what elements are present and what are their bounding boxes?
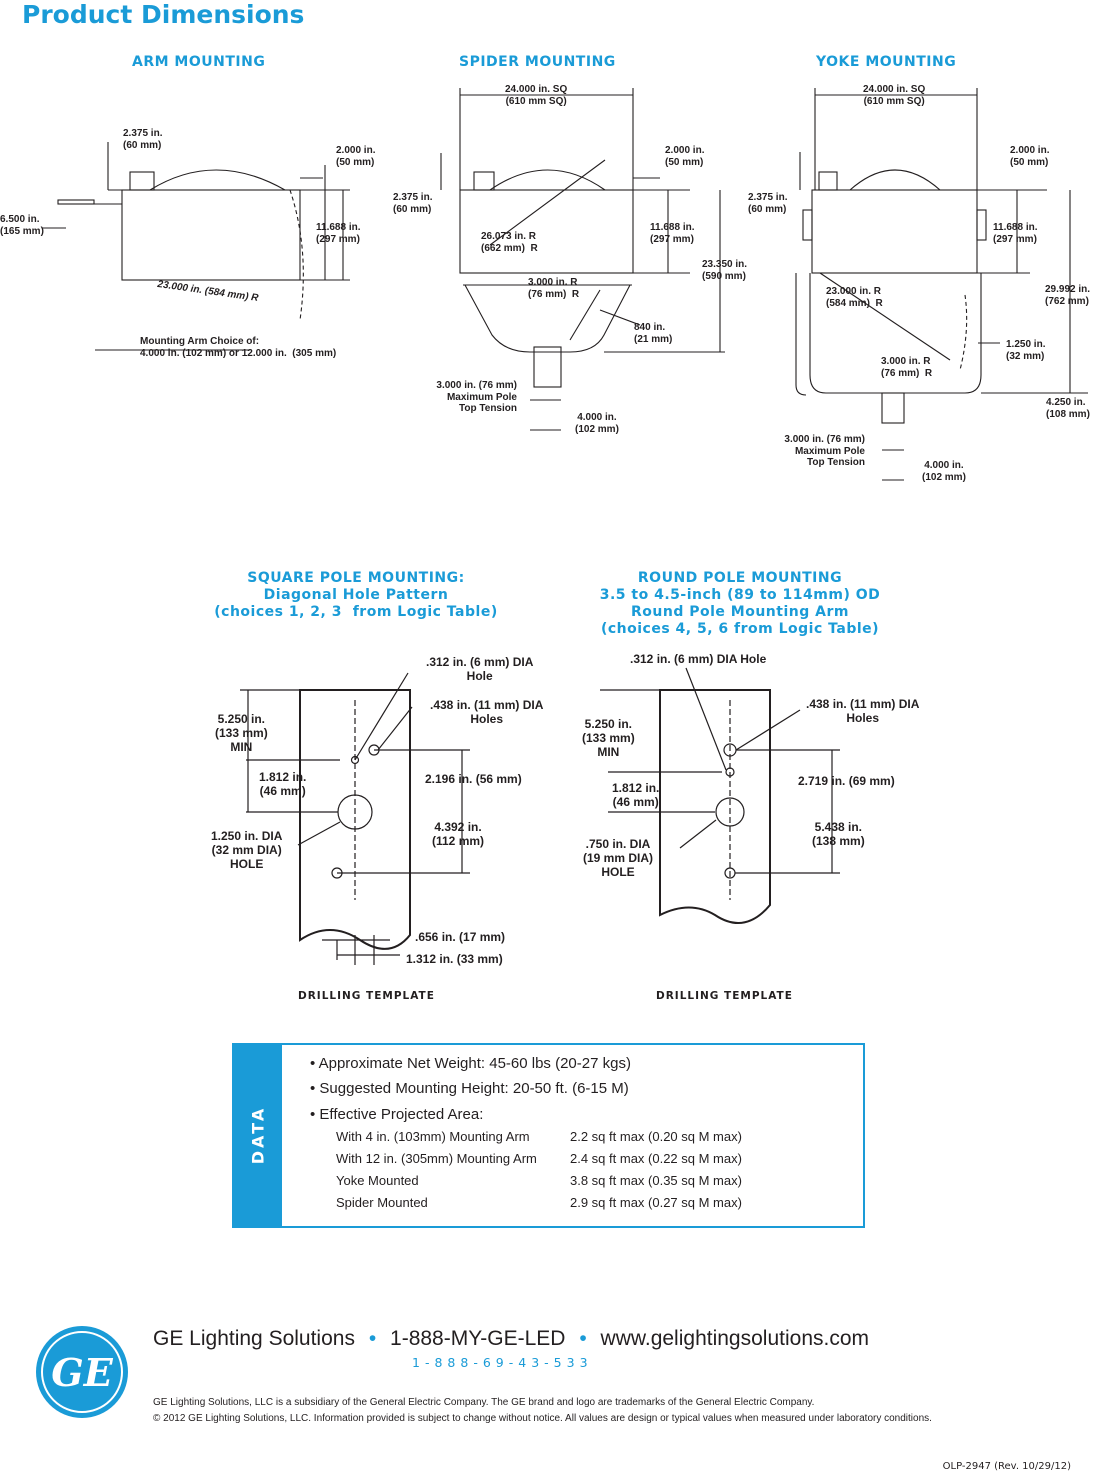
yoke-dim-bottom: 4.000 in. (102 mm)	[922, 460, 966, 483]
yoke-dim-radius-large: 23.000 in. R (584 mm) R	[826, 286, 883, 309]
yoke-dim-width: 24.000 in. SQ (610 mm SQ)	[863, 84, 926, 107]
spider-dim-pole: 3.000 in. (76 mm) Maximum Pole Top Tensi…	[436, 380, 517, 414]
footer-separator: •	[368, 1327, 377, 1350]
yoke-dim-offset: 1.250 in. (32 mm)	[1006, 339, 1046, 362]
round-small-hole-label: .312 in. (6 mm) DIA Hole	[630, 652, 767, 666]
footer-phone-digits: 1-888-69-43-533	[412, 1355, 593, 1370]
data-box: DATA • Approximate Net Weight: 45-60 lbs…	[232, 1043, 865, 1228]
round-offset-label: 1.812 in. (46 mm)	[612, 781, 660, 809]
arm-mounting-title: ARM MOUNTING	[132, 54, 266, 70]
spider-dim-offset: 840 in. (21 mm)	[634, 322, 673, 345]
square-h2-label: 1.312 in. (33 mm)	[406, 952, 503, 966]
footer-contact: GE Lighting Solutions • 1-888-MY-GE-LED …	[153, 1327, 869, 1351]
arm-dim-arm-choice: Mounting Arm Choice of: 4.000 in. (102 m…	[140, 336, 337, 359]
spider-mounting-title: SPIDER MOUNTING	[459, 54, 616, 70]
square-holes-label: .438 in. (11 mm) DIA Holes	[430, 698, 544, 726]
data-bullet-height: • Suggested Mounting Height: 20-50 ft. (…	[310, 1080, 629, 1097]
spider-dim-radius-small: 3.000 in. R (76 mm) R	[528, 277, 580, 300]
yoke-dim-radius-small: 3.000 in. R (76 mm) R	[881, 356, 933, 379]
data-bullet-epa: • Effective Projected Area:	[310, 1106, 484, 1123]
footer-url-link[interactable]: www.gelightingsolutions.com	[600, 1327, 869, 1350]
footer-legal-2: © 2012 GE Lighting Solutions, LLC. Infor…	[153, 1413, 932, 1424]
yoke-dim-bracket: 4.250 in. (108 mm)	[1046, 397, 1090, 420]
yoke-dim-top-left: 2.375 in. (60 mm)	[748, 192, 788, 215]
round-pole-title: ROUND POLE MOUNTING 3.5 to 4.5-inch (89 …	[599, 570, 881, 637]
ge-logo-text: GE	[51, 1350, 113, 1395]
dimension-drawings	[42, 88, 1088, 481]
arm-dim-top-left: 2.375 in. (60 mm)	[123, 128, 163, 151]
footer-company: GE Lighting Solutions	[153, 1327, 355, 1350]
footer-legal-1: GE Lighting Solutions, LLC is a subsidia…	[153, 1397, 815, 1408]
drilling-template-drawings	[240, 667, 840, 965]
round-min-label: 5.250 in. (133 mm) MIN	[582, 717, 635, 759]
epa-row-label: Yoke Mounted	[336, 1173, 419, 1188]
spider-dim-width: 24.000 in. SQ (610 mm SQ)	[505, 84, 568, 107]
square-big-hole-label: 1.250 in. DIA (32 mm DIA) HOLE	[211, 829, 283, 871]
ge-logo-icon: GE	[36, 1326, 128, 1418]
footer-phone: 1-888-MY-GE-LED	[390, 1327, 566, 1350]
epa-row-value: 2.2 sq ft max (0.20 sq M max)	[570, 1129, 742, 1144]
data-tab: DATA	[234, 1045, 282, 1226]
spider-dim-total-height: 23.350 in. (590 mm)	[702, 259, 748, 282]
arm-dim-top-right: 2.000 in. (50 mm)	[336, 145, 376, 168]
yoke-dim-total-height: 29.992 in. (762 mm)	[1045, 284, 1091, 307]
square-spacing2-label: 4.392 in. (112 mm)	[432, 820, 485, 848]
spider-dim-bottom: 4.000 in. (102 mm)	[575, 412, 619, 435]
epa-row-label: With 12 in. (305mm) Mounting Arm	[336, 1151, 537, 1166]
spider-dim-radius-large: 26.073 in. R (662 mm) R	[481, 231, 538, 254]
epa-row-value: 3.8 sq ft max (0.35 sq M max)	[570, 1173, 742, 1188]
data-bullet-weight: • Approximate Net Weight: 45-60 lbs (20-…	[310, 1055, 631, 1072]
epa-row-label: Spider Mounted	[336, 1195, 428, 1210]
data-tab-label: DATA	[248, 1105, 268, 1165]
round-template	[600, 667, 840, 924]
yoke-dim-pole: 3.000 in. (76 mm) Maximum Pole Top Tensi…	[784, 434, 865, 468]
square-spacing-label: 2.196 in. (56 mm)	[425, 772, 522, 786]
spider-dim-top-left: 2.375 in. (60 mm)	[393, 192, 433, 215]
spider-dim-height: 11.688 in. (297 mm)	[650, 222, 695, 245]
arm-drawing	[42, 142, 350, 351]
arm-dim-left: 6.500 in. (165 mm)	[0, 214, 44, 237]
round-spacing2-label: 5.438 in. (138 mm)	[812, 820, 865, 848]
yoke-dim-top-right: 2.000 in. (50 mm)	[1010, 145, 1050, 168]
round-spacing-label: 2.719 in. (69 mm)	[798, 774, 895, 788]
square-offset-label: 1.812 in. (46 mm)	[259, 770, 307, 798]
epa-row-value: 2.4 sq ft max (0.22 sq M max)	[570, 1151, 742, 1166]
spider-drawing	[440, 88, 725, 431]
spider-dim-top-right: 2.000 in. (50 mm)	[665, 145, 705, 168]
epa-row-label: With 4 in. (103mm) Mounting Arm	[336, 1129, 530, 1144]
page-title: Product Dimensions	[22, 0, 305, 29]
square-small-hole-label: .312 in. (6 mm) DIA Hole	[426, 655, 534, 683]
square-template	[240, 672, 470, 965]
round-drilling-caption: DRILLING TEMPLATE	[656, 990, 793, 1002]
yoke-dim-height: 11.688 in. (297 mm)	[993, 222, 1038, 245]
epa-row-value: 2.9 sq ft max (0.27 sq M max)	[570, 1195, 742, 1210]
square-drilling-caption: DRILLING TEMPLATE	[298, 990, 435, 1002]
square-min-label: 5.250 in. (133 mm) MIN	[215, 712, 268, 754]
square-h1-label: .656 in. (17 mm)	[415, 930, 506, 944]
yoke-mounting-title: YOKE MOUNTING	[816, 54, 957, 70]
square-pole-title: SQUARE POLE MOUNTING: Diagonal Hole Patt…	[214, 570, 498, 620]
arm-dim-height: 11.688 in. (297 mm)	[316, 222, 361, 245]
doc-id: OLP-2947 (Rev. 10/29/12)	[942, 1461, 1071, 1472]
footer-separator: •	[579, 1327, 587, 1350]
yoke-drawing	[795, 88, 1088, 481]
round-holes-label: .438 in. (11 mm) DIA Holes	[806, 697, 920, 725]
round-big-hole-label: .750 in. DIA (19 mm DIA) HOLE	[583, 837, 654, 879]
